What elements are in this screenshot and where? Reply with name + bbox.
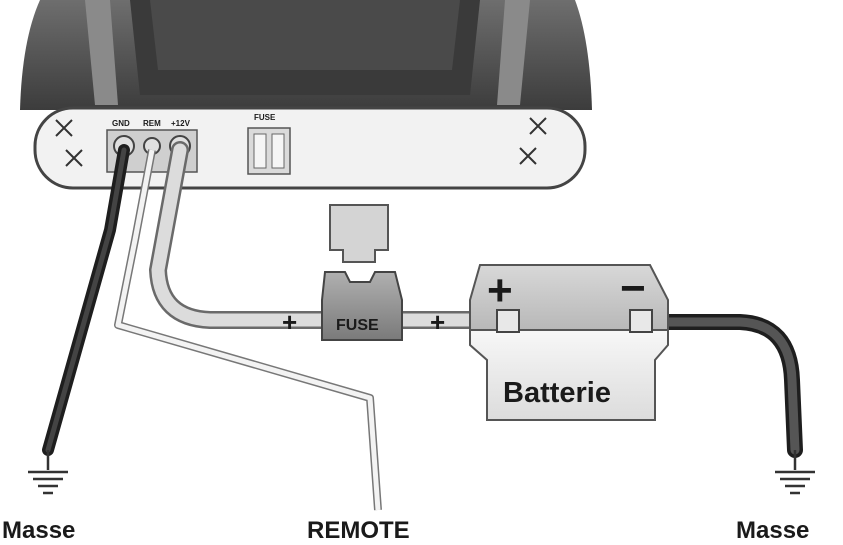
- screw-marks: [55, 117, 547, 167]
- plus12v-terminal-label: +12V: [171, 119, 191, 128]
- inline-fuse: FUSE: [321, 204, 403, 341]
- spare-fuse-blade: [329, 204, 389, 263]
- ground-symbol-right: [775, 450, 815, 495]
- battery-label: Batterie: [503, 377, 611, 409]
- amplifier: GND REM +12V FUSE: [20, 0, 592, 190]
- battery: + − Batterie: [469, 264, 669, 421]
- amplifier-fuse-label: FUSE: [254, 113, 276, 122]
- inline-fuse-label: FUSE: [336, 317, 379, 334]
- battery-positive-post: [496, 309, 520, 333]
- amplifier-top-inset: [150, 0, 460, 70]
- rem-terminal-label: REM: [143, 119, 161, 128]
- amplifier-fuse-blade-right: [271, 133, 285, 169]
- remote-label: REMOTE: [307, 517, 410, 544]
- battery-negative-symbol: −: [620, 264, 646, 313]
- ground-label-right: Masse: [736, 517, 809, 544]
- ground-symbol-left: [28, 450, 68, 495]
- remote-wire: [114, 149, 382, 511]
- amplifier-fuse-blade-left: [253, 133, 267, 169]
- ground-wire-right: [640, 314, 803, 458]
- wire-plus-mark-left: +: [282, 307, 297, 337]
- battery-front: [469, 329, 669, 421]
- battery-negative-post: [629, 309, 653, 333]
- ground-label-left: Masse: [2, 517, 75, 544]
- wire-plus-mark-right: +: [430, 307, 445, 337]
- battery-positive-symbol: +: [487, 266, 513, 315]
- ground-wire-left: [42, 144, 130, 456]
- fuse-holder: [321, 271, 403, 341]
- gnd-terminal-label: GND: [112, 119, 130, 128]
